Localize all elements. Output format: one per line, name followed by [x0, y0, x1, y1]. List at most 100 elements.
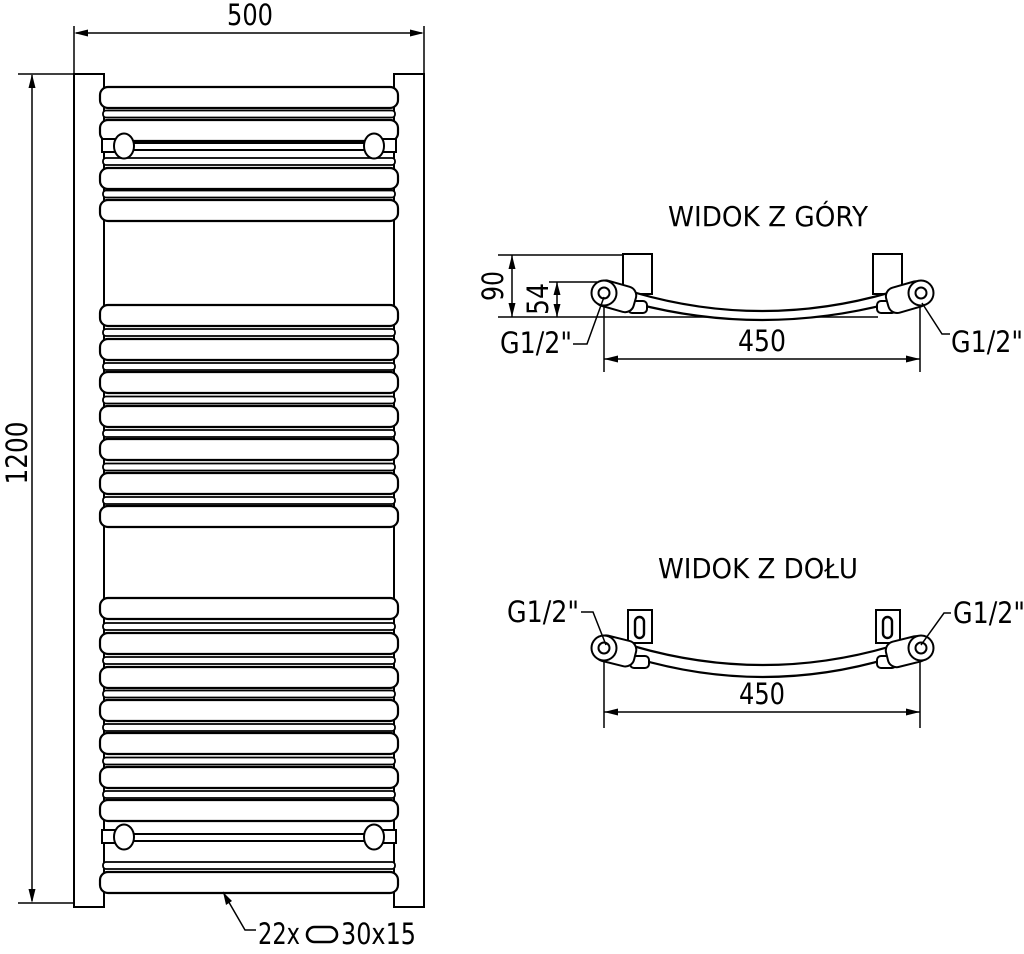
arrowhead	[553, 282, 561, 295]
tube-gap-strip	[102, 756, 396, 766]
right-fitting	[884, 634, 935, 669]
tube-gap-strip	[102, 790, 396, 799]
tube-gap-strip	[102, 689, 396, 699]
curved-tube	[615, 639, 910, 679]
tube-gap-strip	[102, 723, 396, 732]
tube-gap-strip	[102, 189, 396, 199]
tube-gap-strip	[102, 429, 396, 438]
hanger-knob	[113, 132, 135, 160]
depth-dimension-90: 90	[476, 255, 516, 317]
tube-annotation: 22x 30x15	[222, 891, 416, 951]
radiator-tube	[98, 665, 400, 690]
arrowhead	[28, 889, 36, 903]
upper-hanger-rail	[101, 132, 397, 160]
hanger-knob	[113, 823, 135, 851]
thread-size-label: G1/2"	[951, 325, 1023, 359]
leader-line	[921, 302, 950, 335]
arrowhead	[604, 708, 618, 716]
radiator-tube	[98, 437, 400, 462]
tube-gap-strip	[102, 622, 396, 631]
radiator-tube	[98, 596, 400, 621]
curved-tube	[615, 285, 910, 322]
thread-label-right: G1/2"	[920, 596, 1024, 646]
front-radiator-body	[73, 73, 425, 908]
radiator-tube	[98, 118, 400, 143]
thread-label-left: G1/2"	[507, 595, 607, 646]
tube-gap-strip	[102, 109, 396, 119]
arrowhead	[906, 355, 920, 363]
arrowhead	[28, 74, 36, 88]
top-view-title: WIDOK Z GÓRY	[668, 199, 869, 233]
radiator-tube	[98, 198, 400, 223]
arrowhead	[74, 29, 88, 37]
leader-line	[222, 891, 256, 931]
hanger-knob	[363, 823, 385, 851]
radiator-tube	[98, 504, 400, 529]
radiator-tube	[98, 870, 400, 895]
leader-line	[573, 296, 605, 345]
thread-size-label: G1/2"	[500, 326, 572, 360]
depth-dimension-label: 90	[476, 271, 510, 301]
radiator-tube	[98, 631, 400, 656]
spacing-dimension-450: 450	[603, 307, 921, 372]
bottom-view: WIDOK Z DOŁU	[507, 552, 1024, 728]
leader-line	[920, 612, 951, 646]
radiator-tube	[98, 337, 400, 362]
pipe-depth-dimension-label: 54	[521, 283, 555, 315]
radiator-tube	[98, 370, 400, 395]
connection-nut	[590, 279, 618, 307]
arrowhead	[906, 708, 920, 716]
radiator-tube	[98, 303, 400, 328]
hanger-knob	[363, 132, 385, 160]
spacing-dimension-label: 450	[739, 677, 785, 711]
right-bracket	[875, 609, 901, 644]
tube-gap-strip	[102, 362, 396, 371]
oval-tube-profile-icon	[305, 925, 339, 944]
arrowhead	[410, 29, 424, 37]
thread-label-left: G1/2"	[500, 296, 605, 360]
leader-line	[581, 611, 607, 646]
connection-port	[914, 641, 928, 655]
arrowhead	[508, 303, 516, 317]
bottom-view-title: WIDOK Z DOŁU	[658, 552, 858, 585]
tube-gap-strip	[102, 328, 396, 337]
thread-size-label: G1/2"	[507, 595, 579, 629]
pipe-depth-dimension-54: 54	[521, 281, 597, 317]
radiator-tube	[98, 404, 400, 429]
radiator-tube	[98, 471, 400, 496]
tube-gap-strip	[102, 395, 396, 405]
radiator-tube	[98, 731, 400, 756]
bracket-slot	[633, 615, 646, 640]
tube-gap-strip	[102, 861, 396, 870]
tube-count-label: 22x	[258, 917, 300, 951]
connection-port	[914, 286, 928, 300]
arrowhead	[508, 255, 516, 269]
tube-gap-strip	[102, 157, 396, 166]
top-view: WIDOK Z GÓRY 90 54	[476, 199, 1023, 372]
connection-port	[597, 641, 611, 655]
radiator-tube	[98, 765, 400, 790]
spacing-dimension-label: 450	[738, 324, 786, 358]
front-view: 500 1200	[0, 0, 425, 951]
connection-nut	[907, 634, 935, 662]
right-fitting	[884, 279, 935, 315]
front-width-dimension: 500	[73, 0, 425, 73]
tube-gap-strip	[102, 462, 396, 472]
radiator-tube	[98, 798, 400, 823]
tube-gap-strip	[102, 496, 396, 505]
tube-gap-strip	[102, 656, 396, 665]
arrowhead	[553, 304, 561, 317]
thread-size-label: G1/2"	[953, 596, 1024, 630]
width-dimension-label: 500	[227, 0, 273, 32]
radiator-tube	[98, 698, 400, 723]
left-bracket	[627, 609, 653, 644]
leader-arrowhead	[223, 892, 232, 905]
radiator-tube	[98, 85, 400, 110]
connection-nut	[907, 279, 935, 307]
front-height-dimension: 1200	[0, 73, 104, 904]
bracket-slot	[881, 615, 894, 640]
tube-profile-label: 30x15	[341, 917, 416, 951]
radiator-tube	[98, 166, 400, 191]
